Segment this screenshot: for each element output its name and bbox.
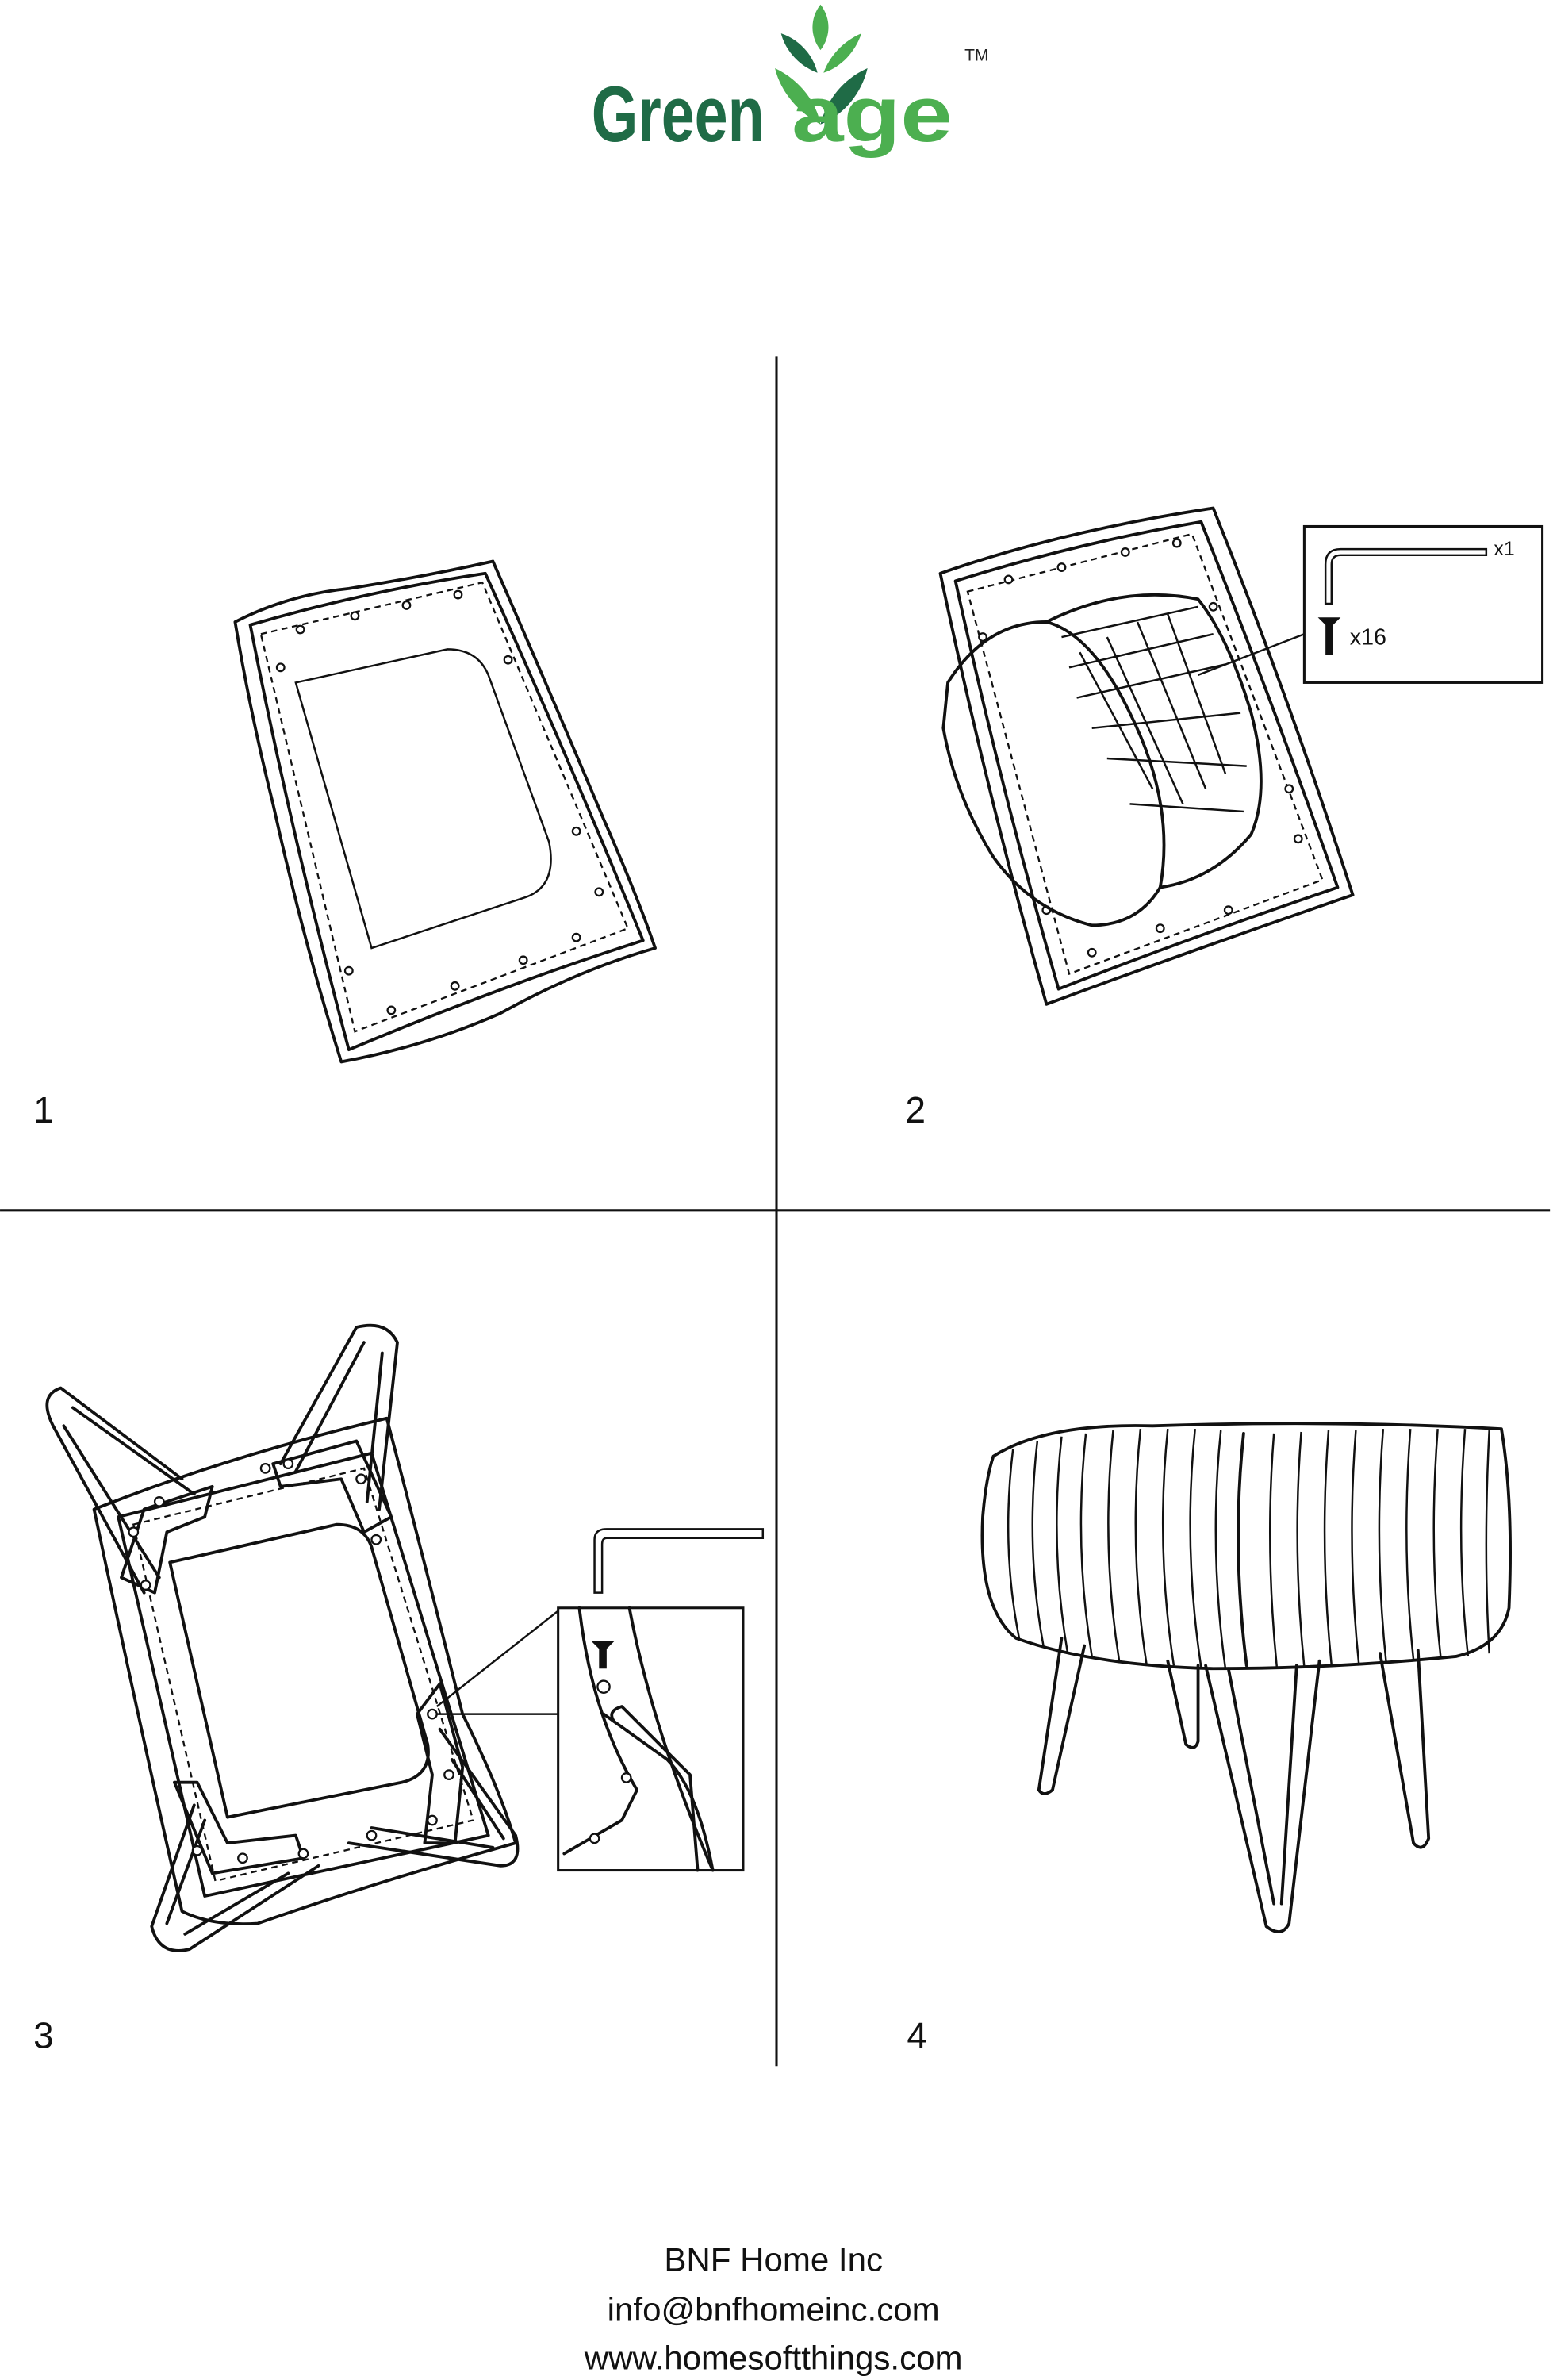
website-link[interactable]: www.homesoftthings.com (584, 2340, 963, 2377)
greenage-logo: Green age TM (592, 4, 988, 159)
hairpin-legs (1037, 1637, 1431, 1933)
hairpin-legs (1061, 605, 1247, 813)
hex-key-quantity: x1 (1494, 539, 1514, 560)
step-number: 2 (906, 1089, 926, 1130)
leaf-icon (775, 4, 868, 125)
footer: BNF Home Inc info@bnfhomeinc.com www.hom… (584, 2240, 963, 2376)
step-number: 1 (33, 1089, 54, 1130)
screw-quantity: x16 (1350, 625, 1386, 651)
contact-email[interactable]: info@bnfhomeinc.com (608, 2290, 940, 2328)
logo-word-age: age (792, 71, 953, 159)
detail-inset (557, 1606, 745, 1872)
hex-key-icon (1324, 547, 1488, 605)
step-2-illustration: x1 x16 (938, 506, 1544, 1006)
leg-brackets (120, 1439, 465, 1875)
step-1-illustration (233, 559, 657, 1064)
logo-word-green: Green (592, 71, 765, 159)
company-name: BNF Home Inc (664, 2240, 883, 2278)
step-3-illustration (45, 1323, 765, 1952)
logo-trademark: TM (964, 46, 988, 64)
step-number: 3 (33, 2014, 54, 2056)
hex-key-icon (593, 1528, 765, 1594)
step-number: 4 (907, 2014, 927, 2056)
screw-icon (1317, 617, 1341, 656)
step-4-illustration (980, 1422, 1512, 1933)
parts-inset: x1 x16 (1302, 524, 1544, 684)
pleat-lines (1007, 1429, 1490, 1669)
hairpin-legs (45, 1323, 520, 1952)
staple-holes (275, 589, 604, 1015)
